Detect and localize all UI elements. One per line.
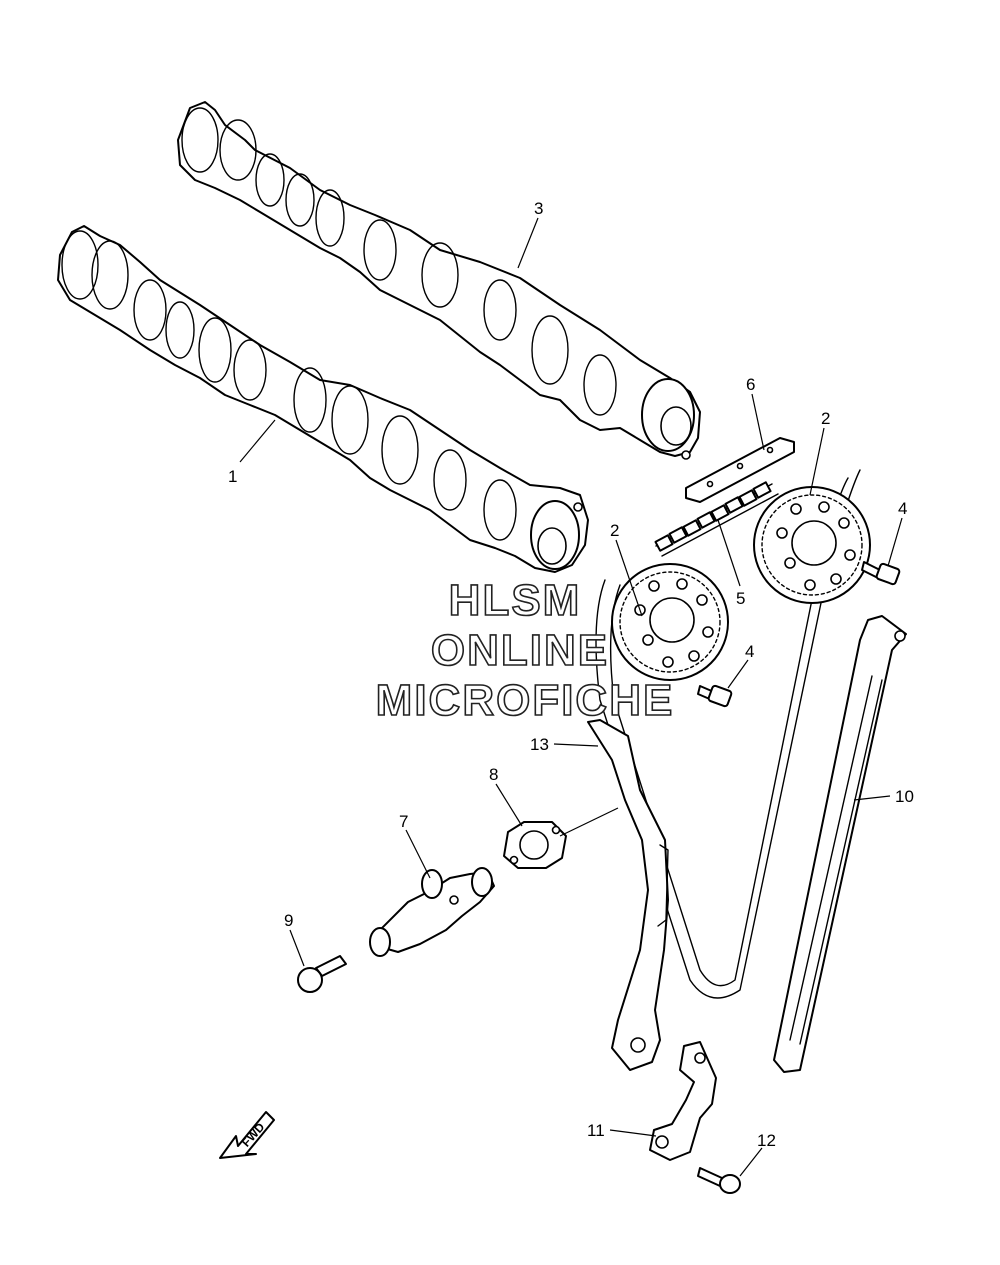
chain-guide-right [773,615,907,1073]
tensioner-bolt [297,955,347,993]
sprocket-bolt-left [697,684,733,708]
callout-10: 10 [895,787,914,806]
camshaft-upper [177,101,701,460]
leader-7 [405,829,431,879]
leader-3 [517,217,539,269]
callout-6: 6 [746,375,755,394]
callout-2-right: 2 [821,409,830,428]
chain-tensioner-guide [587,719,669,1071]
leader-13 [553,743,599,747]
leader-5 [717,519,741,587]
leader-4a [887,517,903,567]
camshaft-lower [57,225,589,573]
callout-12: 12 [757,1131,776,1150]
bracket-bolt [697,1167,741,1194]
watermark-line-3: MICROFICHE [376,676,675,725]
leader-9 [289,929,305,967]
callout-13: 13 [530,735,549,754]
callouts: 1 2 2 3 4 4 5 6 7 8 9 10 11 12 13 [228,199,914,1150]
cam-sprocket-left [611,563,729,681]
chain-guide-top [685,437,795,503]
leader-2a [615,539,643,617]
tensioner-gasket [503,821,567,869]
callout-7: 7 [399,812,408,831]
leader-4b [727,659,749,689]
leader-lines [239,217,903,1177]
callout-2-left: 2 [610,521,619,540]
callout-5: 5 [736,589,745,608]
leader-11 [609,1129,657,1137]
leader-10 [853,795,891,801]
watermark: HLSM ONLINE MICROFICHE [375,575,675,726]
callout-11: 11 [587,1121,605,1140]
leader-1 [239,419,276,463]
watermark-line-2: ONLINE [431,626,609,675]
leader-6 [751,393,765,451]
watermark-line-1: HLSM [449,576,582,625]
leader-8 [495,783,523,827]
leader-12 [739,1147,763,1177]
sprocket-bolt-right [861,561,901,586]
callout-8: 8 [489,765,498,784]
cam-sprocket-right [753,486,871,604]
callout-1: 1 [228,467,237,486]
callout-9: 9 [284,911,293,930]
leader-8b [559,807,619,837]
callout-4-left: 4 [745,642,754,661]
chain-links [654,481,772,552]
guide-bracket [649,1041,717,1161]
cam-chain-tensioner [369,867,495,957]
callout-4-right: 4 [898,499,907,518]
forward-arrow-icon: FWD [219,1111,275,1159]
leader-2b [809,427,825,496]
callout-3: 3 [534,199,543,218]
